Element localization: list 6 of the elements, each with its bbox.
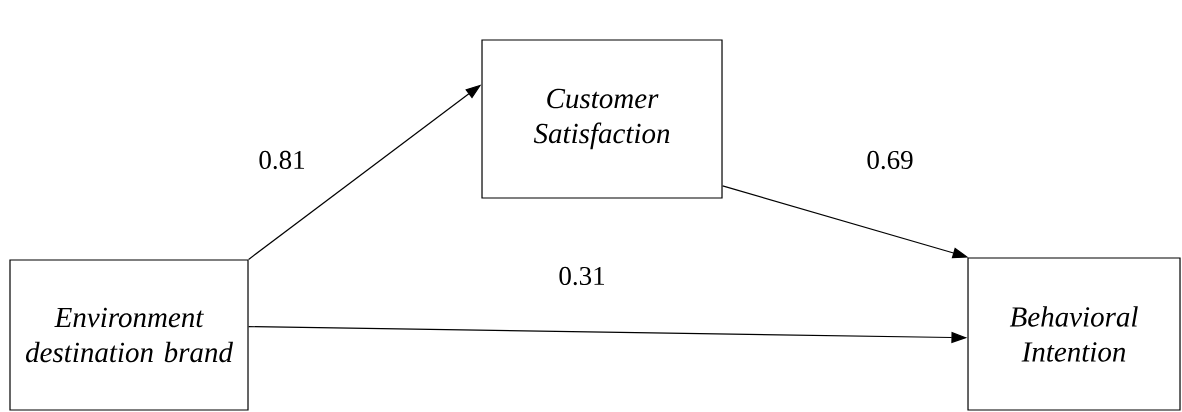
edge-label: 0.69 bbox=[864, 148, 916, 172]
edge-label: 0.81 bbox=[256, 148, 308, 172]
edge-label: 0.31 bbox=[556, 264, 608, 288]
concept-box: Environment destination brand bbox=[9, 259, 249, 411]
concept-box: Behavioral Intention bbox=[967, 257, 1181, 411]
concept-box: Customer Satisfaction bbox=[481, 39, 723, 199]
